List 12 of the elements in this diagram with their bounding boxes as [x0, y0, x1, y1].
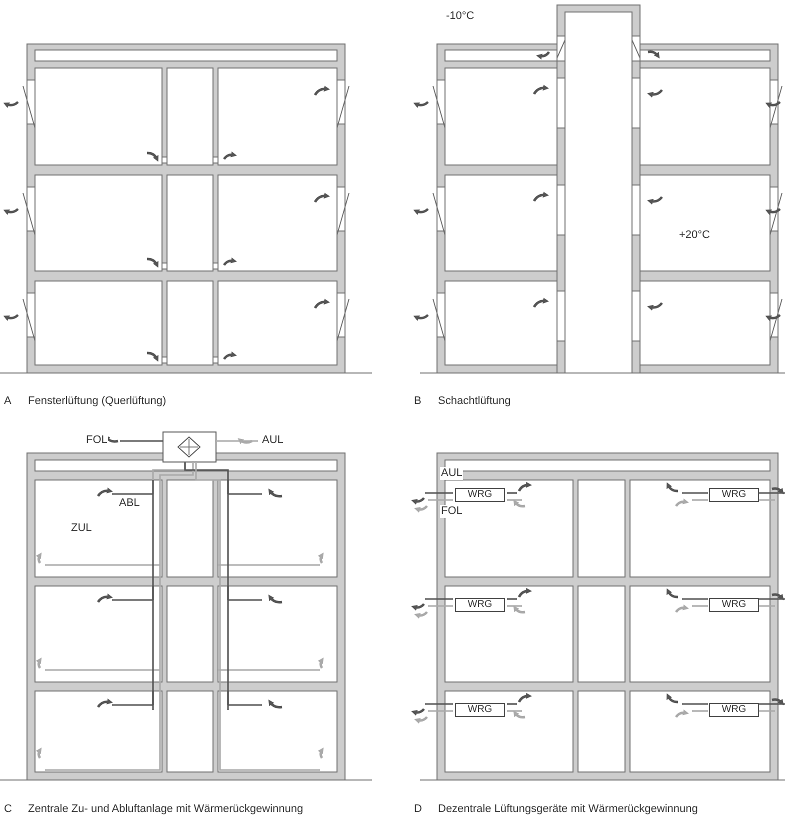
caption-text: Fensterlüftung (Querlüftung) — [27, 395, 168, 408]
air-label: AUL — [440, 467, 464, 480]
unit-box: WRG — [709, 703, 759, 717]
unit-box: WRG — [455, 488, 505, 502]
caption-text: Dezentrale Lüftungsgeräte mit Wärmerückgewinnung — [437, 803, 699, 816]
air-label: FOL — [440, 505, 464, 518]
unit-box: WRG — [455, 598, 505, 612]
unit-box: WRG — [709, 488, 759, 502]
caption-text: Zentrale Zu- und Abluftanlage mit Wärmerückgewinnung — [27, 803, 304, 816]
unit-box: WRG — [709, 598, 759, 612]
caption-text: Schachtlüftung — [437, 395, 512, 408]
unit-box: WRG — [455, 703, 505, 717]
